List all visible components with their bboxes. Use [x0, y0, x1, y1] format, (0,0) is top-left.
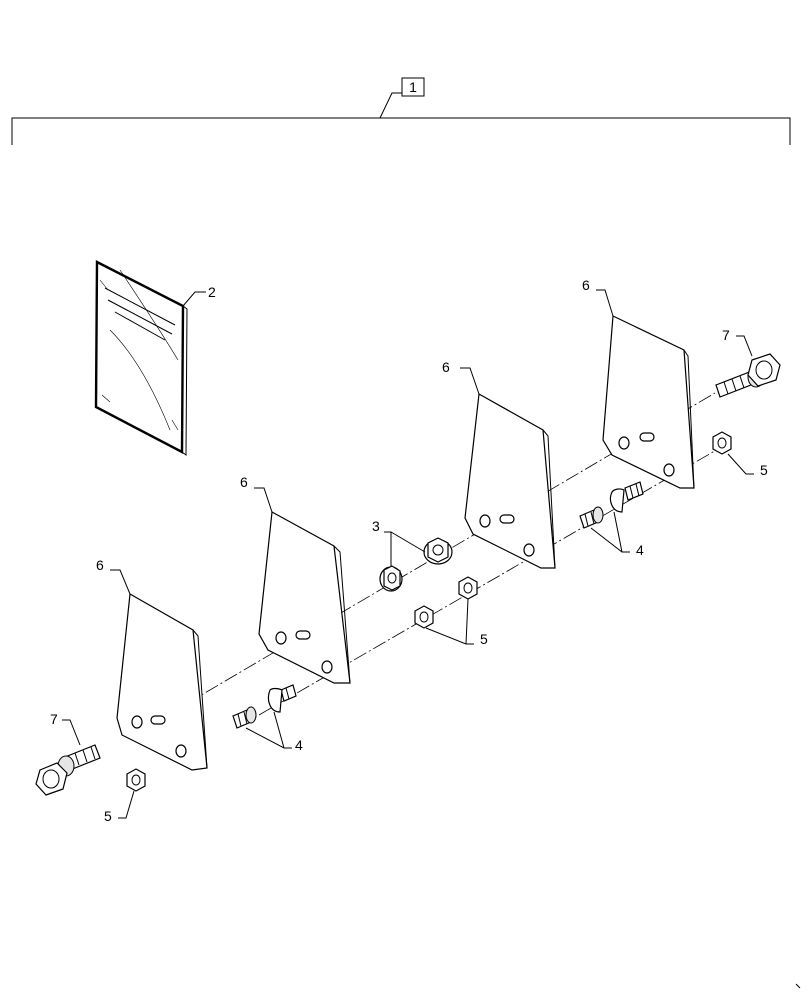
assembly-bracket: 1	[11, 77, 791, 145]
callout-nut-left: 5	[104, 808, 112, 824]
corner-mark	[795, 983, 801, 989]
lock-nut-right-icon	[712, 431, 732, 455]
carriage-bolt-left-1-icon	[267, 684, 297, 713]
flange-nut-upper-icon	[423, 537, 453, 565]
shield-plate-3	[464, 393, 556, 569]
carriage-bolt-right-2-icon	[579, 506, 604, 529]
shield-plate-2	[258, 511, 351, 684]
lock-nut-center-1-icon	[458, 576, 478, 600]
callout-plate-2: 6	[240, 474, 248, 490]
hex-bolt-right-icon	[715, 353, 781, 398]
callout-assembly: 1	[409, 79, 417, 95]
callout-instructions: 2	[208, 284, 216, 300]
lock-nut-left-icon	[126, 768, 146, 792]
center-lines	[129, 392, 726, 738]
callout-bolt-carriage-right: 4	[636, 542, 644, 558]
hex-bolt-left-icon	[35, 744, 101, 796]
callout-bolt-left: 7	[50, 711, 58, 727]
callout-bolt-carriage-left: 4	[295, 737, 303, 753]
lock-nut-center-2-icon	[414, 605, 434, 629]
callout-nut-flange: 3	[372, 518, 380, 534]
callout-plate-1: 6	[96, 557, 104, 573]
callout-nut-right: 5	[760, 462, 768, 478]
instruction-booklet-icon	[94, 260, 188, 456]
callout-plate-3: 6	[442, 359, 450, 375]
callout-nut-center: 5	[480, 631, 488, 647]
shield-plate-1	[116, 593, 208, 771]
carriage-bolt-left-2-icon	[232, 706, 257, 729]
shield-plate-4	[602, 315, 695, 489]
callout-plate-4: 6	[582, 277, 590, 293]
callout-bolt-right: 7	[722, 327, 730, 343]
flange-nut-lower-icon	[379, 565, 403, 592]
carriage-bolt-right-1-icon	[609, 481, 644, 513]
